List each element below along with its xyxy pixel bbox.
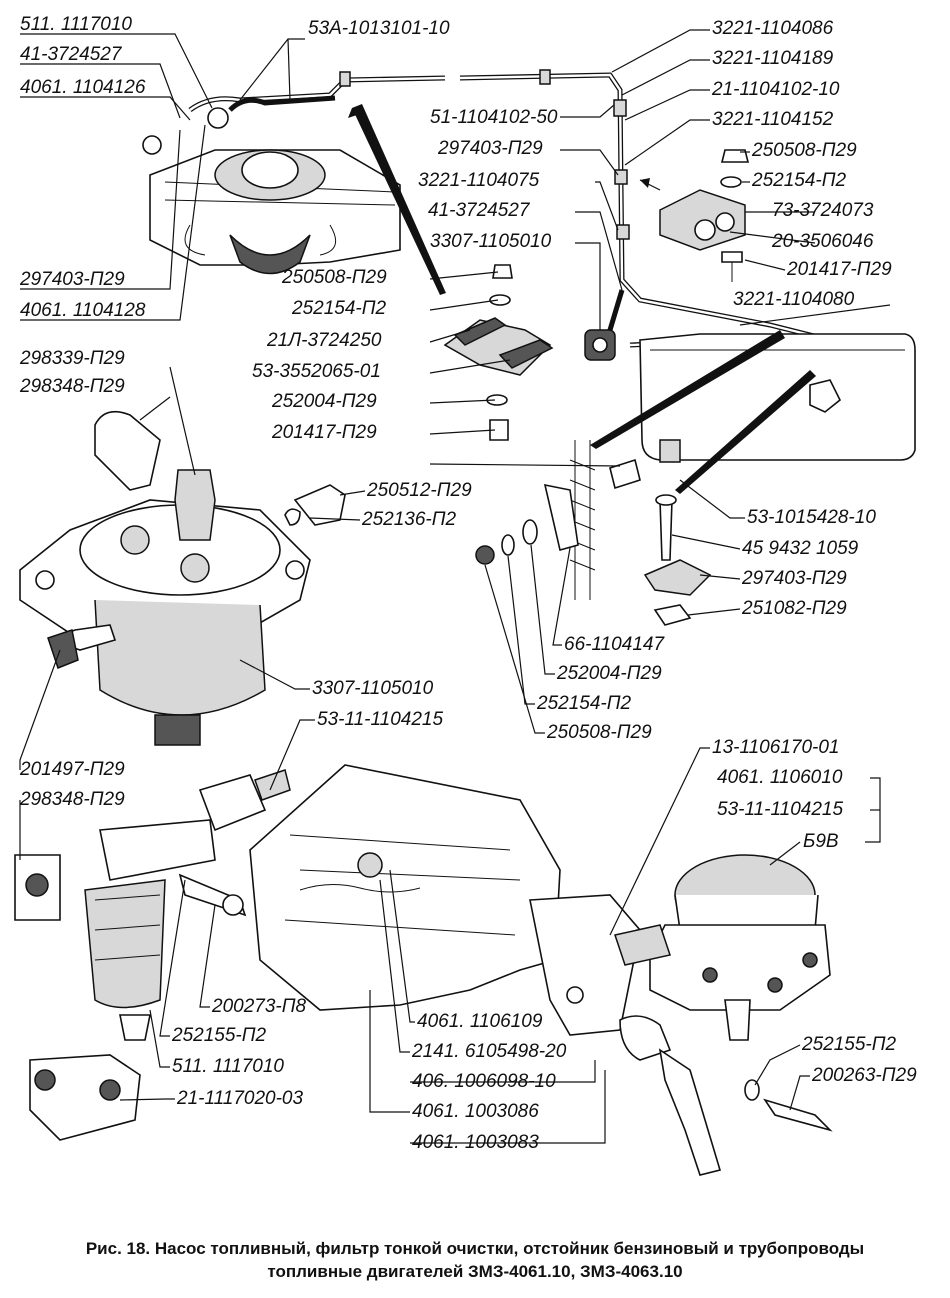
part-label: 511. 1117010 (172, 1056, 284, 1077)
screw-clamp-drawing (643, 494, 712, 626)
fuel-tank-outline (584, 329, 916, 463)
fine-filter-drawing (19, 410, 346, 746)
part-label: 3221-1104075 (418, 170, 540, 191)
part-label: 511. 1117010 (20, 14, 132, 35)
part-label: 250508-П29 (281, 267, 387, 288)
engine-cover-drawing (249, 764, 641, 1036)
part-label: Б9В (803, 831, 839, 852)
part-label: 201497-П29 (19, 759, 125, 780)
part-label: 3221-1104189 (712, 48, 834, 69)
pipe-clip-drawing (659, 149, 750, 282)
part-label: 21-1117020-03 (176, 1088, 304, 1109)
pointer-arrows (348, 104, 816, 494)
part-label: 252004-П29 (271, 391, 377, 412)
figure-caption-line-1: Рис. 18. Насос топливный, фильтр тонкой … (85, 1239, 865, 1258)
part-label: 298339-П29 (19, 348, 125, 369)
part-label: 251082-П29 (741, 598, 847, 619)
part-label: 250512-П29 (366, 480, 472, 501)
part-label: 200273-П8 (211, 996, 306, 1017)
part-label: 41-3724527 (20, 44, 123, 65)
part-label: 20-3506046 (771, 231, 874, 252)
part-label: 53-3552065-01 (252, 361, 381, 382)
leader-lines (19, 29, 891, 1144)
part-label: 252155-П2 (171, 1025, 266, 1046)
part-label: 3307-1105010 (430, 231, 552, 252)
part-label: 297403-П29 (19, 269, 125, 290)
part-label: 4061. 1104126 (20, 77, 146, 98)
part-label: 2141. 6105498-20 (411, 1041, 567, 1062)
part-label: 53-11-1104215 (317, 709, 444, 730)
part-label: 252004-П29 (556, 663, 662, 684)
part-label: 4061. 1106010 (717, 767, 843, 788)
part-label: 53-1015428-10 (747, 507, 876, 528)
part-label: 3221-1104080 (733, 289, 855, 310)
sediment-bowl-drawing (14, 769, 291, 1141)
part-label: 200263-П29 (811, 1065, 917, 1086)
bracket-drawing (475, 440, 641, 600)
part-label: 250508-П29 (546, 722, 652, 743)
part-label: 51-1104102-50 (430, 107, 558, 128)
part-label: 3221-1104152 (712, 109, 834, 130)
part-label: 297403-П29 (741, 568, 847, 589)
part-label: 21-1104102-10 (711, 79, 840, 100)
figure-caption-line-2: топливные двигателей ЗМЗ-4061.10, ЗМЗ-40… (267, 1262, 683, 1281)
clip-assembly-drawing (443, 264, 554, 441)
part-label: 3221-1104086 (712, 18, 834, 39)
part-label: 250508-П29 (751, 140, 857, 161)
part-label: 4061. 1003083 (412, 1132, 539, 1153)
part-label: 201417-П29 (786, 259, 892, 280)
part-label: 4061. 1106109 (417, 1011, 543, 1032)
part-label: 45 9432 1059 (742, 538, 859, 559)
part-label: 252155-П2 (801, 1034, 896, 1055)
part-label: 13-1106170-01 (712, 737, 839, 758)
part-label: 3307-1105010 (312, 678, 434, 699)
part-labels: 511. 1117010 41-3724527 4061. 1104126 53… (19, 14, 917, 1153)
part-label: 406. 1006098-10 (412, 1071, 556, 1092)
part-label: 4061. 1104128 (20, 300, 146, 321)
part-label: 252154-П2 (751, 170, 846, 191)
part-label: 73-3724073 (772, 200, 874, 221)
engine-block-drawing (149, 149, 401, 275)
part-label: 41-3724527 (428, 200, 531, 221)
part-label: 252154-П2 (536, 693, 631, 714)
part-label: 53А-1013101-10 (308, 18, 450, 39)
part-label: 297403-П29 (437, 138, 543, 159)
part-label: 201417-П29 (271, 422, 377, 443)
part-label: 252136-П2 (361, 509, 456, 530)
part-label: 53-11-1104215 (717, 799, 844, 820)
part-label: 4061. 1003086 (412, 1101, 539, 1122)
part-label: 252154-П2 (291, 298, 386, 319)
fuel-pump-drawing (614, 854, 833, 1176)
part-label: 66-1104147 (564, 634, 665, 655)
part-label: 21Л-3724250 (266, 330, 382, 351)
part-label: 298348-П29 (19, 789, 125, 810)
part-label: 298348-П29 (19, 376, 125, 397)
